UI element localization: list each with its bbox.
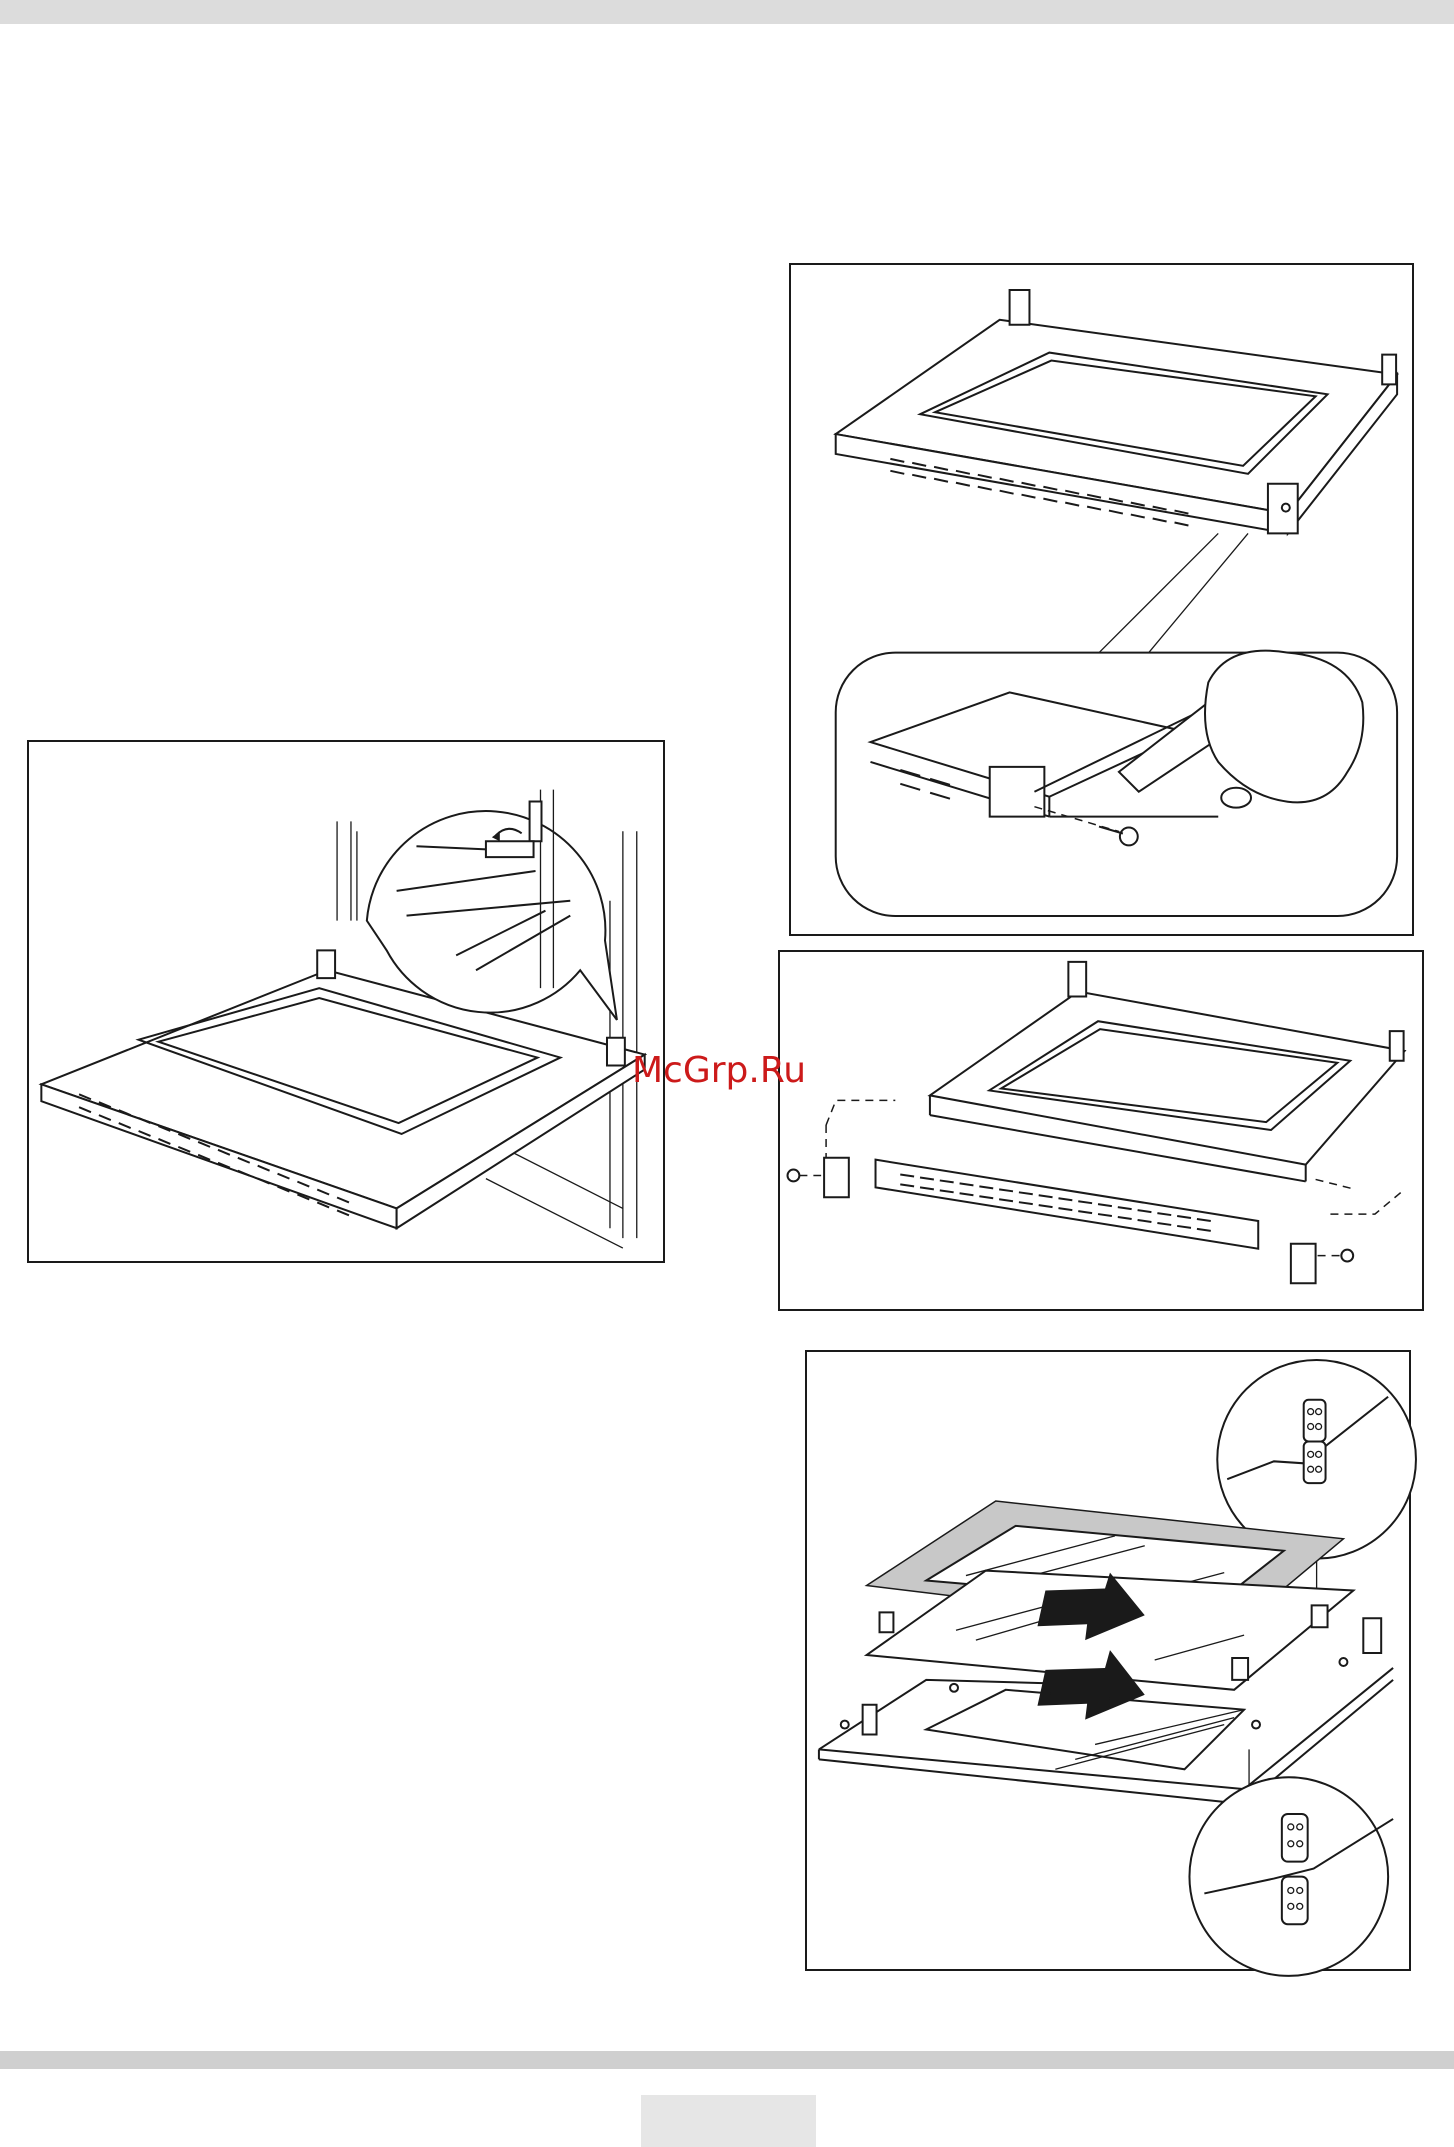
right-screw — [1318, 1250, 1354, 1262]
figure-oven-door-open — [27, 740, 665, 1263]
glass-clip-left — [880, 1612, 894, 1632]
watermark: McGrp.Ru — [632, 1050, 806, 1091]
glass-clip-right — [1312, 1605, 1328, 1627]
oven-door-open-illustration — [29, 742, 663, 1261]
clip-detail-bottom-magnifier — [1189, 1777, 1393, 1976]
glass-clip-inner — [1232, 1658, 1248, 1680]
figure-door-screw-removal — [789, 263, 1414, 936]
page-footer-bar — [0, 2051, 1454, 2069]
trim-strip-exploded-illustration — [780, 952, 1422, 1309]
hinge-right — [1382, 355, 1396, 385]
hinge-detail-magnifier — [367, 790, 617, 1020]
left-screw — [788, 1170, 822, 1182]
hinge-top — [1068, 962, 1086, 997]
left-end-cap — [824, 1158, 849, 1198]
hinge-right — [607, 1038, 625, 1066]
page-number-tab — [641, 2095, 816, 2147]
page-header-bar — [0, 0, 1454, 24]
figure-door-trim-strip-exploded — [778, 950, 1424, 1311]
door-screw-illustration — [791, 265, 1412, 934]
vent-trim-strip — [876, 1160, 1259, 1249]
hinge-top — [1010, 290, 1030, 325]
hinge-left — [317, 950, 335, 978]
right-end-cap — [1291, 1244, 1316, 1284]
figure-door-glass-removal — [805, 1350, 1411, 1971]
hinge-right — [1390, 1031, 1404, 1061]
glass-removal-illustration — [807, 1352, 1409, 1969]
